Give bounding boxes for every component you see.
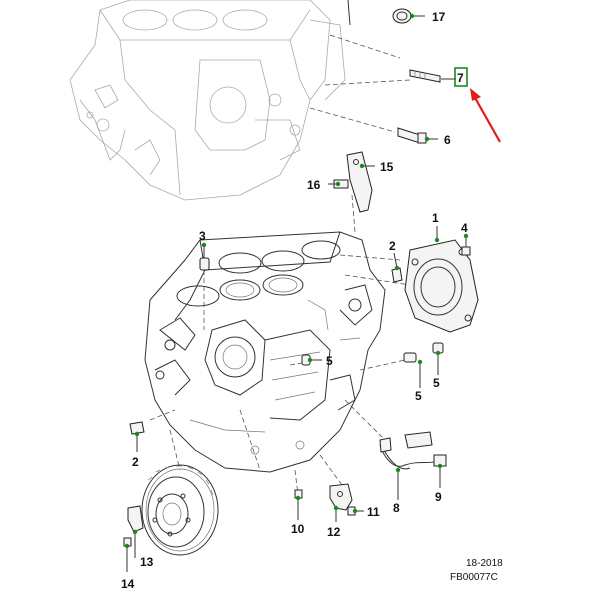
part-4-bolt <box>461 246 471 256</box>
part-3-dowel <box>199 257 210 271</box>
part-2-plug-lower <box>129 421 145 435</box>
callout-13: 13 <box>140 555 154 569</box>
callout-12: 12 <box>327 525 341 539</box>
part-15-bracket <box>346 151 373 213</box>
part-13-sensor-bracket <box>127 505 144 533</box>
callout-1: 1 <box>432 211 439 225</box>
part-6-sensor <box>397 127 427 144</box>
callout-4: 4 <box>461 221 468 235</box>
callout-5-center: 5 <box>326 354 333 368</box>
callout-16: 16 <box>307 178 321 192</box>
date-code: 18-2018 <box>466 558 503 569</box>
flywheel <box>141 464 219 556</box>
callout-14: 14 <box>121 577 135 591</box>
lower-engine-block <box>144 231 386 473</box>
callout-5-far-right: 5 <box>433 376 440 390</box>
figure-id: FB00077C <box>450 572 498 583</box>
part-17-seal <box>392 8 412 24</box>
part-5-dowel-right <box>403 352 417 363</box>
part-9-clip <box>433 454 447 467</box>
callout-3: 3 <box>199 229 206 243</box>
part-8-sensor-harness <box>379 431 441 470</box>
callout-6: 6 <box>444 133 451 147</box>
callout-10: 10 <box>291 522 305 536</box>
callout-dot <box>409 13 415 19</box>
callout-2-lower: 2 <box>132 455 139 469</box>
highlight-box <box>454 67 468 87</box>
callout-9: 9 <box>435 490 442 504</box>
upper-engine-block <box>69 0 346 201</box>
callout-17: 17 <box>432 10 446 24</box>
red-indicator-arrow <box>470 88 501 143</box>
callout-2-upper: 2 <box>389 239 396 253</box>
callout-11: 11 <box>367 505 380 519</box>
callout-7: 7 <box>457 71 464 85</box>
part-7-sensor <box>409 69 441 83</box>
callout-15: 15 <box>380 160 394 174</box>
callout-5-right: 5 <box>415 389 422 403</box>
part-12-bracket <box>329 483 353 511</box>
part-1-seal-housing <box>404 239 479 333</box>
callout-8: 8 <box>393 501 400 515</box>
